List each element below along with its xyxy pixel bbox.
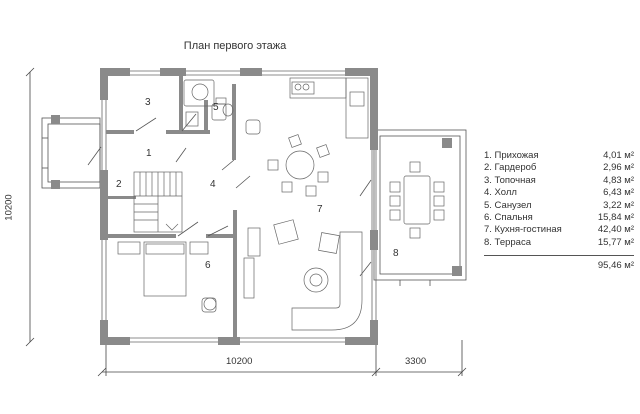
dimension-height-main: 10200 (3, 194, 15, 221)
terrace-furniture (389, 161, 445, 239)
legend-room-name: 8. Терраса (484, 236, 531, 248)
legend-row: 3. Топочная 4,83 м² (484, 175, 634, 187)
bedroom-furniture (117, 241, 217, 313)
room-label: 8 (393, 248, 399, 259)
exterior-walls (100, 68, 378, 345)
windows (101, 70, 377, 343)
fixtures (183, 79, 261, 135)
legend-room-name: 3. Топочная (484, 174, 536, 186)
room-label: 7 (317, 204, 323, 215)
legend-row: 1. Прихожая 4,01 м² (484, 150, 634, 162)
plan-title: План первого этажа (183, 40, 287, 52)
legend-room-area: 42,40 м² (597, 224, 634, 236)
dimension-width-terrace: 3300 (405, 356, 427, 367)
living-furniture (243, 77, 369, 331)
room-label: 6 (205, 260, 211, 271)
porch-column (51, 115, 60, 124)
legend-room-area: 4,01 м² (603, 150, 634, 161)
legend-room-area: 2,96 м² (603, 162, 634, 174)
legend-row: 6. Спальня 15,84 м² (484, 212, 634, 224)
legend-room-name: 2. Гардероб (484, 162, 537, 174)
legend-room-name: 7. Кухня-гостиная (484, 224, 562, 236)
legend-room-area: 15,77 м² (597, 236, 634, 248)
legend-total-area: 95,46 м² (597, 260, 634, 272)
legend-room-area: 15,84 м² (597, 211, 634, 223)
room-label: 4 (210, 179, 216, 190)
legend-room-name: 5. Санузел (484, 199, 532, 211)
room-label: 5 (213, 102, 219, 113)
terrace (373, 129, 467, 286)
room-label: 3 (145, 97, 151, 108)
room-label: 1 (146, 148, 152, 159)
legend-total: 95,46 м² (484, 255, 634, 272)
legend-row: 5. Санузел 3,22 м² (484, 200, 634, 212)
interior-walls (106, 76, 237, 337)
dimension-lines (25, 67, 467, 377)
porch-column (51, 180, 60, 189)
legend-room-name: 4. Холл (484, 187, 517, 199)
legend-room-name: 6. Спальня (484, 211, 533, 223)
terrace-column (442, 138, 452, 148)
legend-row: 2. Гардероб 2,96 м² (484, 162, 634, 174)
legend-room-area: 3,22 м² (603, 199, 634, 211)
doors (87, 113, 372, 277)
porch (41, 117, 101, 189)
staircase (133, 171, 183, 233)
dimension-width-main: 10200 (226, 356, 253, 367)
legend-row: 7. Кухня-гостиная 42,40 м² (484, 224, 634, 236)
room-legend: 1. Прихожая 4,01 м² 2. Гардероб 2,96 м² 3.… (484, 150, 634, 272)
terrace-column (452, 266, 462, 276)
legend-room-area: 6,43 м² (603, 187, 634, 199)
legend-room-area: 4,83 м² (603, 174, 634, 186)
legend-row: 8. Терраса 15,77 м² (484, 237, 634, 249)
room-label: 2 (116, 179, 122, 190)
legend-row: 4. Холл 6,43 м² (484, 187, 634, 199)
legend-room-name: 1. Прихожая (484, 150, 539, 161)
